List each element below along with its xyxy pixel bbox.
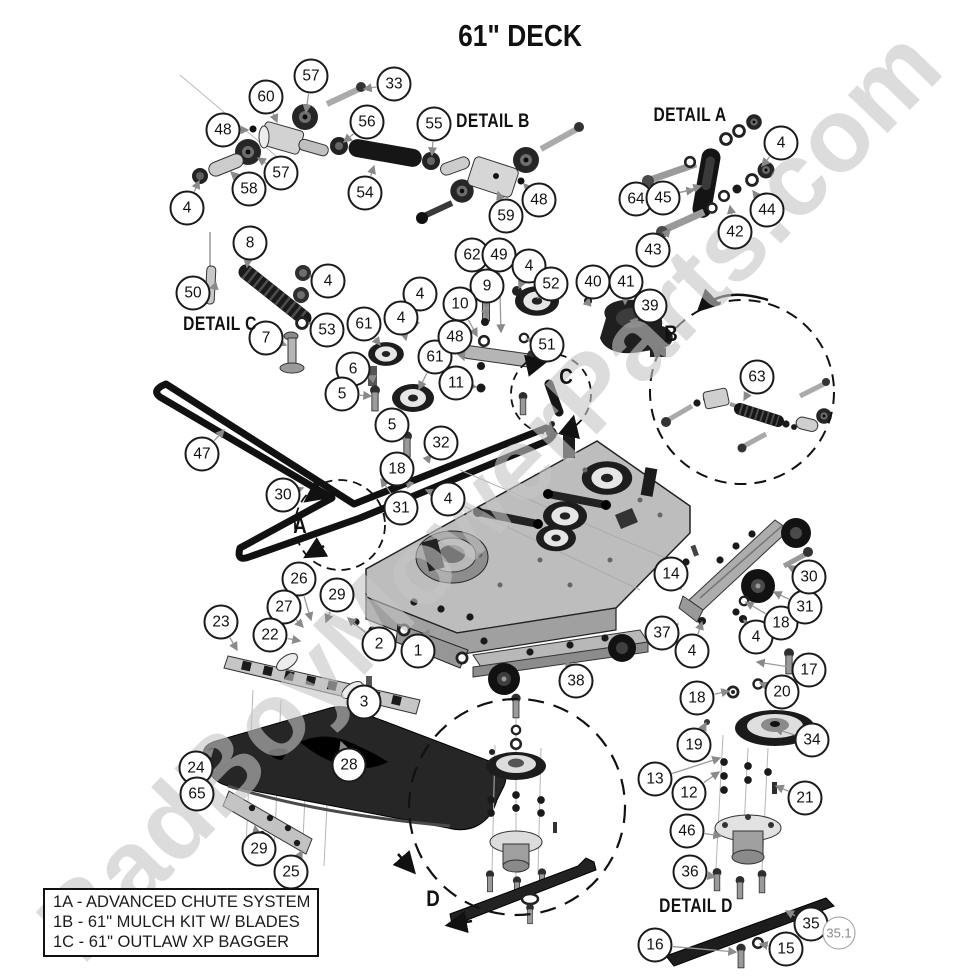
callout-23: 23: [203, 604, 239, 640]
callout-18: 18: [379, 451, 415, 487]
callout-35.1: 35.1: [822, 916, 856, 950]
callout-56: 56: [349, 104, 385, 140]
callout-32: 32: [423, 425, 459, 461]
callout-57: 57: [293, 58, 329, 94]
callout-4: 4: [674, 633, 710, 669]
label-detail-a: DETAIL A: [653, 105, 727, 126]
callout-7: 7: [248, 320, 284, 356]
callout-16: 16: [637, 927, 673, 963]
callout-43: 43: [635, 232, 671, 268]
legend-item-1b: 1B - 61" MULCH KIT W/ BLADES: [53, 912, 300, 931]
section-arrows: [303, 288, 769, 933]
legend-item-1c: 1C - 61" OUTLAW XP BAGGER: [53, 932, 290, 951]
callout-4: 4: [383, 300, 419, 336]
detail-circle-d: [407, 697, 627, 917]
callout-29: 29: [319, 577, 355, 613]
section-letter-a: A: [293, 513, 307, 538]
callout-59: 59: [488, 198, 524, 234]
callout-2: 2: [361, 626, 397, 662]
callout-52: 52: [533, 266, 569, 302]
legend-item-1a: 1A - ADVANCED CHUTE SYSTEM: [53, 893, 311, 912]
callout-47: 47: [184, 436, 220, 472]
callout-58: 58: [231, 171, 267, 207]
callout-36: 36: [672, 854, 708, 890]
section-letter-c: C: [559, 364, 573, 389]
callout-50: 50: [175, 275, 211, 311]
callout-26: 26: [281, 561, 317, 597]
label-detail-c: DETAIL C: [183, 314, 257, 335]
callout-57: 57: [263, 155, 299, 191]
callout-31: 31: [383, 490, 419, 526]
section-letter-d: D: [426, 886, 440, 911]
legend-box: 1A - ADVANCED CHUTE SYSTEM 1B - 61" MULC…: [43, 888, 319, 957]
callout-55: 55: [416, 106, 452, 142]
callout-30: 30: [791, 559, 827, 595]
callout-20: 20: [764, 674, 800, 710]
callout-4: 4: [169, 190, 205, 226]
callout-8: 8: [232, 225, 268, 261]
callout-5: 5: [324, 376, 360, 412]
callout-30: 30: [265, 477, 301, 513]
callout-45: 45: [645, 180, 681, 216]
label-detail-b: DETAIL B: [456, 111, 530, 132]
callout-21: 21: [787, 780, 823, 816]
callout-19: 19: [676, 727, 712, 763]
label-detail-d: DETAIL D: [659, 896, 733, 917]
callout-60: 60: [248, 79, 284, 115]
callout-54: 54: [347, 175, 383, 211]
callout-38: 38: [558, 663, 594, 699]
callout-63: 63: [739, 359, 775, 395]
callout-33: 33: [376, 66, 412, 102]
callout-48: 48: [437, 319, 473, 355]
callout-25: 25: [273, 854, 309, 890]
callout-34: 34: [794, 722, 830, 758]
callout-5: 5: [374, 407, 410, 443]
callout-10: 10: [442, 286, 478, 322]
callout-4: 4: [310, 263, 346, 299]
callout-11: 11: [438, 365, 474, 401]
callout-39: 39: [632, 288, 668, 324]
callout-46: 46: [669, 813, 705, 849]
callout-42: 42: [717, 214, 753, 250]
callout-22: 22: [252, 617, 288, 653]
detail-b-assembly-drawing: [192, 82, 584, 224]
callout-14: 14: [653, 556, 689, 592]
callout-48: 48: [521, 182, 557, 218]
callout-29: 29: [241, 831, 277, 867]
hanger-bracket-drawing: [678, 518, 813, 626]
callout-18: 18: [679, 680, 715, 716]
callout-3: 3: [346, 684, 382, 720]
callout-4: 4: [430, 481, 466, 517]
page-title: 61" DECK: [458, 18, 582, 53]
callout-53: 53: [309, 312, 345, 348]
callout-28: 28: [331, 747, 367, 783]
callout-40: 40: [575, 264, 611, 300]
callout-35: 35: [793, 906, 829, 942]
callout-13: 13: [637, 761, 673, 797]
detail-d-assembly-drawing: [449, 693, 597, 925]
callout-44: 44: [749, 192, 785, 228]
callout-17: 17: [791, 652, 827, 688]
callout-61: 61: [346, 306, 382, 342]
detail-circle-a: [294, 479, 386, 571]
callout-51: 51: [529, 327, 565, 363]
callout-4: 4: [763, 125, 799, 161]
section-letter-b: B: [664, 321, 678, 346]
callout-12: 12: [671, 775, 707, 811]
callout-37: 37: [644, 615, 680, 651]
callout-65: 65: [179, 776, 215, 812]
callout-31: 31: [787, 589, 823, 625]
callout-1: 1: [400, 633, 436, 669]
detail-b-circle-assembly-drawing: [661, 378, 832, 453]
callout-15: 15: [768, 931, 804, 967]
callout-48: 48: [205, 112, 241, 148]
detail-circle-b: [649, 299, 835, 485]
